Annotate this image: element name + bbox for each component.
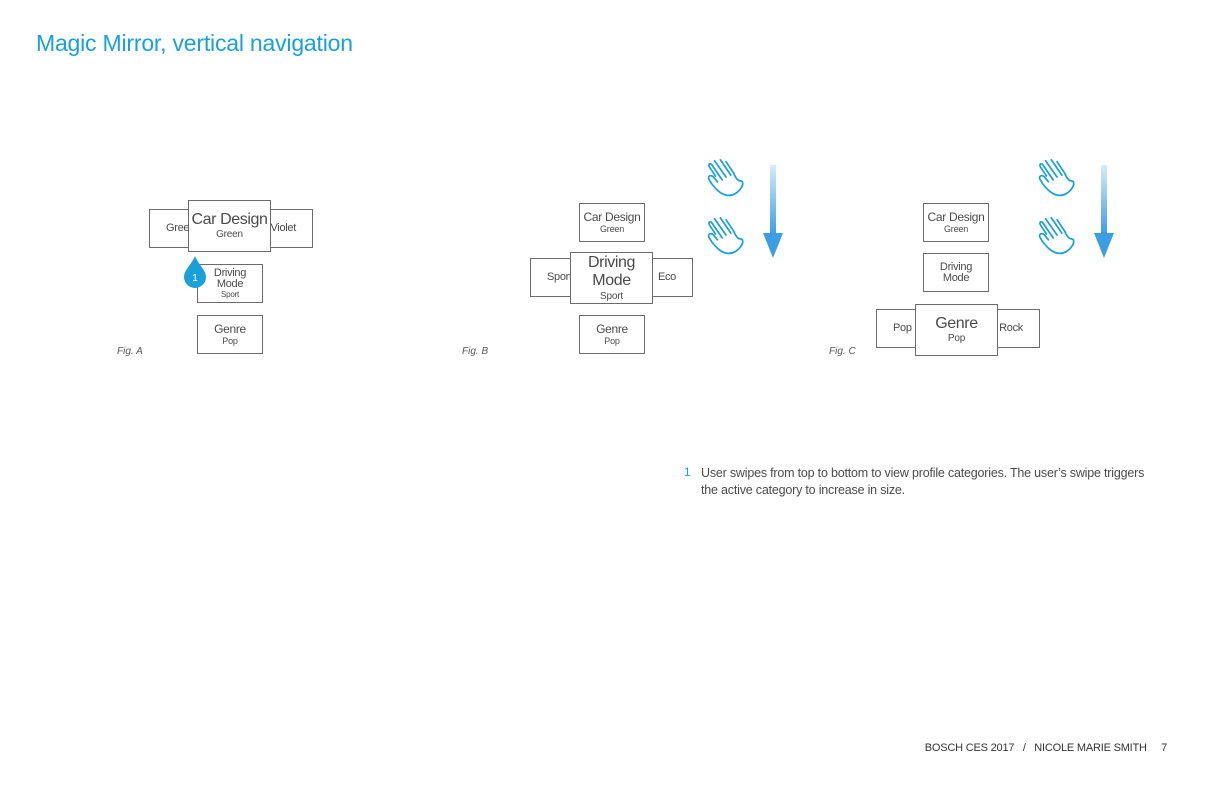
waving-hand-icon	[1035, 155, 1081, 201]
fig-a-label: Fig. A	[117, 346, 143, 357]
fig-b-active-category[interactable]: Driving Mode Sport	[570, 252, 653, 304]
fig-c-car-design-subtitle: Green	[943, 224, 968, 234]
note-text: User swipes from top to bottom to view p…	[701, 466, 1145, 497]
page-title: Magic Mirror, vertical navigation	[36, 30, 353, 56]
fig-a-genre-subtitle: Pop	[222, 336, 238, 346]
fig-b-car-design[interactable]: Car Design Green	[579, 203, 645, 242]
fig-a-active-subtitle: Green	[216, 229, 243, 240]
waving-hand-icon	[704, 155, 750, 201]
fig-a-marker-number: 1	[192, 273, 198, 284]
fig-b-active-title: Driving Mode	[588, 253, 635, 289]
fig-a-driving-mode[interactable]: Driving Mode Sport	[197, 264, 263, 303]
fig-c-side-right-label: Rock	[999, 322, 1023, 334]
fig-b-genre-title: Genre	[596, 322, 628, 336]
fig-a-active-category[interactable]: Car Design Green	[188, 200, 271, 252]
fig-a-active-title: Car Design	[191, 211, 268, 228]
waving-hand-icon	[704, 213, 750, 259]
down-arrow-icon	[762, 165, 784, 259]
fig-a-driving-title: Driving Mode	[213, 267, 247, 290]
fig-c-car-design-title: Car Design	[927, 210, 985, 224]
fig-c-active-title: Genre	[935, 315, 978, 332]
fig-a-driving-subtitle: Sport	[220, 290, 240, 299]
touch-marker-icon: 1	[183, 255, 207, 289]
footer-credit: BOSCH CES 2017 / NICOLE MARIE SMITH 7	[924, 742, 1167, 754]
fig-b-genre-subtitle: Pop	[604, 336, 620, 346]
fig-b-car-design-title: Car Design	[583, 210, 641, 224]
fig-c-driving-title: Driving Mode	[939, 260, 973, 284]
fig-b-car-design-subtitle: Green	[599, 224, 624, 234]
fig-b-active-subtitle: Sport	[600, 291, 623, 303]
fig-c-active-subtitle: Pop	[947, 333, 966, 344]
down-arrow-icon	[1093, 165, 1115, 259]
fig-a-genre[interactable]: Genre Pop	[197, 315, 263, 354]
fig-c-side-left-label: Pop	[893, 322, 912, 334]
fig-c-car-design[interactable]: Car Design Green	[923, 203, 989, 242]
fig-c-label: Fig. C	[829, 346, 856, 357]
fig-a-side-right-label: Violet	[270, 222, 296, 234]
waving-hand-icon	[1035, 213, 1081, 259]
fig-c-active-category[interactable]: Genre Pop	[915, 304, 998, 356]
fig-b-side-right-label: Eco	[657, 271, 676, 283]
fig-c-driving-mode[interactable]: Driving Mode	[923, 253, 989, 292]
fig-b-side-left-label: Sport	[547, 271, 572, 283]
fig-b-label: Fig. B	[462, 346, 489, 357]
fig-b-genre[interactable]: Genre Pop	[579, 315, 645, 354]
fig-a-side-left-label: Green	[166, 222, 196, 234]
fig-a-genre-title: Genre	[214, 322, 246, 336]
note-number: 1	[684, 465, 691, 479]
